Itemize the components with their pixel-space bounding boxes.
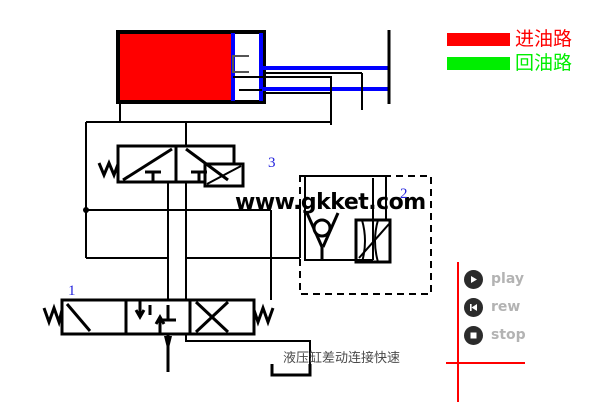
valve1-posC-cross <box>194 300 230 334</box>
legend-item-return: 回油路 <box>447 51 607 75</box>
supply-and-return-lines <box>164 334 312 377</box>
pump-arrow-head <box>164 336 172 352</box>
legend-item-inlet: 进油路 <box>447 27 607 51</box>
play-icon <box>464 269 483 289</box>
valve3-blocked-ports <box>145 170 207 182</box>
upper-piping <box>85 72 363 210</box>
component-tag-2: 2 <box>400 186 408 202</box>
legend-label-inlet: 进油路 <box>515 27 573 50</box>
stop-button[interactable]: stop <box>464 321 578 349</box>
rewind-button[interactable]: rew <box>464 293 578 321</box>
media-controls: play rew stop <box>458 265 578 349</box>
valve-2-sequence-valve[interactable] <box>299 175 432 295</box>
watermark: www.gkket.com <box>235 190 426 215</box>
media-panel-rules <box>446 262 525 402</box>
tank-return-path <box>185 334 311 364</box>
return-swatch <box>447 56 510 70</box>
cylinder-inlet-chamber <box>120 34 232 100</box>
stop-icon <box>464 325 483 345</box>
valve2-check-valve <box>305 212 340 260</box>
legend-label-return: 回油路 <box>515 51 573 74</box>
valve1-spring-right <box>252 303 275 327</box>
valve1-posA-flow <box>65 303 92 332</box>
valve3-flow-arrow-left <box>122 147 173 182</box>
valve1-posB-blocked <box>134 300 166 334</box>
valve3-solenoid-slash <box>206 165 242 185</box>
inlet-swatch <box>447 32 510 46</box>
valve1-box-b <box>124 298 192 336</box>
component-tag-1: 1 <box>68 283 76 299</box>
cylinder-port-bracket <box>232 55 249 73</box>
legend: 进油路 回油路 <box>447 27 607 75</box>
valve1-spring-left <box>42 303 64 328</box>
hydraulic-cylinder <box>116 30 391 104</box>
rewind-icon <box>464 297 483 317</box>
play-button[interactable]: play <box>464 265 578 293</box>
valve3-flow-arrow-right <box>185 147 229 182</box>
middle-piping <box>83 205 301 300</box>
play-label: play <box>491 271 524 287</box>
stop-label: stop <box>491 327 526 343</box>
valve1-box-a <box>60 298 128 336</box>
valve-1-three-position-four-way[interactable] <box>42 298 275 336</box>
valve1-center-ports <box>160 305 176 322</box>
valve3-spring <box>97 159 120 180</box>
valve3-port-lines <box>167 123 187 300</box>
oil-tank-symbol <box>270 364 312 377</box>
valve-3-two-position-directional[interactable] <box>97 123 245 300</box>
diagram-caption: 液压缸差动连接快速 <box>283 351 401 366</box>
component-tag-3: 3 <box>268 155 276 171</box>
rewind-label: rew <box>491 299 521 315</box>
